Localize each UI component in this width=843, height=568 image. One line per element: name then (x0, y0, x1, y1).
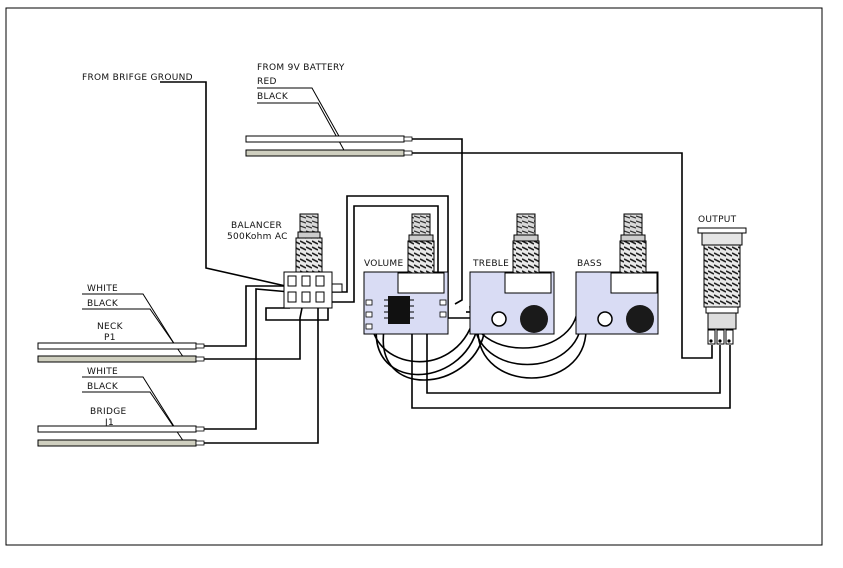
bass-thread (619, 240, 647, 274)
treble-thread (512, 240, 540, 274)
balancer-pot (283, 213, 343, 309)
volume-board (363, 213, 449, 335)
neck-black-label: BLACK (87, 299, 119, 309)
bridge-ground-label: FROM BRIFGE GROUND (82, 73, 193, 83)
neck-label: NECK (97, 322, 124, 332)
bridge-pickup-cables (37, 425, 205, 447)
bass-board (575, 213, 659, 335)
battery-cables (245, 135, 413, 157)
treble-knob-shaft (516, 213, 536, 237)
balancer-label: BALANCER (231, 221, 282, 231)
output-label: OUTPUT (698, 215, 737, 225)
volume-knob-shaft (411, 213, 431, 237)
bass-trimmer (626, 305, 654, 333)
bass-knob-shaft (623, 213, 643, 237)
bass-led (597, 311, 613, 327)
output-jack-thread (703, 244, 741, 308)
red-wire-label: RED (257, 77, 277, 87)
neck-white-label: WHITE (87, 284, 118, 294)
balancer-shaft-knurl (299, 213, 319, 235)
volume-thread (407, 240, 435, 274)
neck-id-label: P1 (104, 333, 116, 343)
bridge-black-label: BLACK (87, 382, 119, 392)
diagram-border (5, 7, 823, 546)
battery-label: FROM 9V BATTERY (257, 63, 345, 73)
black-wire-label: BLACK (257, 92, 289, 102)
treble-label: TREBLE (472, 259, 509, 269)
treble-trimmer (520, 305, 548, 333)
neck-pickup-cables (37, 342, 205, 363)
balancer-value-label: 500Kohm AC (227, 232, 288, 242)
volume-label: VOLUME (364, 259, 404, 269)
label-leaders (82, 87, 346, 443)
balancer-shaft-thread (295, 237, 323, 273)
bass-label: BASS (577, 259, 602, 269)
output-jack (697, 227, 747, 345)
bridge-id-label: J1 (104, 418, 114, 428)
treble-board (469, 213, 555, 335)
treble-led (491, 311, 507, 327)
volume-chip (388, 296, 410, 324)
jumper-wires (370, 305, 587, 381)
bridge-white-label: WHITE (87, 367, 118, 377)
bridge-label: BRIDGE (90, 407, 126, 417)
